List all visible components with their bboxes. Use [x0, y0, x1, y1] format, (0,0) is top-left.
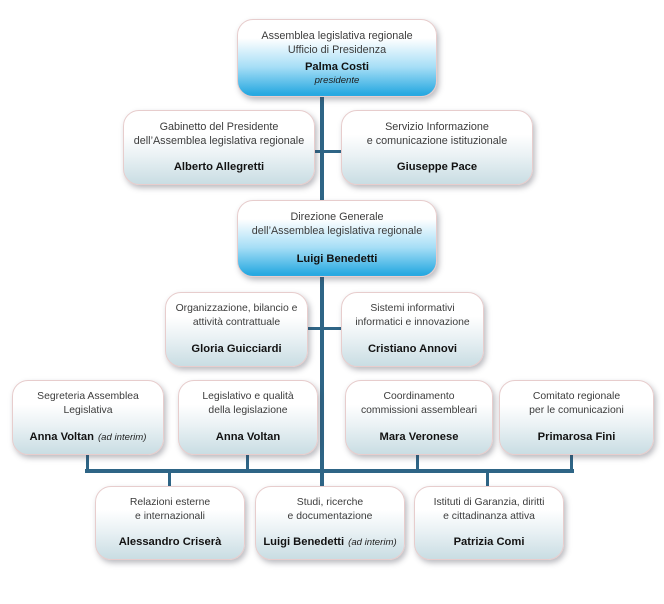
person-name: Giuseppe Pace [396, 161, 478, 173]
connector-spine-lower [320, 276, 324, 488]
person-name: Palma Costi [304, 61, 370, 73]
connector-bottom-bus [85, 469, 574, 473]
org-box-title: Comitato regionale per le comunicazioni [529, 391, 624, 416]
org-box-title: Assemblea legislativa regionale Ufficio … [261, 30, 413, 56]
person-name: Mara Veronese [379, 431, 459, 443]
connector-spine-upper [320, 96, 324, 202]
connector-stub-legislativo [246, 454, 249, 471]
org-box-organizzazione-bilancio: Organizzazione, bilancio e attività cont… [165, 292, 308, 367]
org-box-person-block: Palma Costi presidente [305, 61, 369, 86]
org-box-coordinamento-commissioni: Coordinamento commissioni assembleari Ma… [345, 380, 493, 455]
org-box-title: Coordinamento commissioni assembleari [360, 391, 478, 416]
person-suffix: (ad interim) [348, 537, 397, 548]
person-name: Anna Voltan(ad interim) [29, 431, 147, 443]
org-box-title: Gabinetto del Presidente dell’Assemblea … [133, 121, 305, 147]
person-name: Alberto Allegretti [173, 161, 265, 173]
org-box-studi-ricerche: Studi, ricerche e documentazione Luigi B… [255, 486, 405, 560]
org-box-servizio-informazione: Servizio Informazione e comunicazione is… [341, 110, 533, 185]
org-box-title: Sistemi informativi informatici e innova… [355, 303, 470, 328]
connector-stub-istituti [486, 471, 489, 487]
person-name: Cristiano Annovi [367, 343, 458, 355]
person-name: Primarosa Fini [537, 431, 616, 443]
org-box-direzione-generale: Direzione Generale dell’Assemblea legisl… [237, 200, 437, 277]
connector-stub-relazioni [168, 471, 171, 487]
person-name: Alessandro Criserà [118, 536, 222, 548]
connector-stub-coordinamento [416, 454, 419, 471]
connector-stub-segreteria [86, 454, 89, 471]
org-box-relazioni-esterne: Relazioni esterne e internazionali Aless… [95, 486, 245, 560]
org-box-sistemi-informativi: Sistemi informativi informatici e innova… [341, 292, 484, 367]
connector-stub-comitato [570, 454, 573, 471]
org-box-comitato-regionale: Comitato regionale per le comunicazioni … [499, 380, 654, 455]
org-box-title: Studi, ricerche e documentazione [287, 497, 373, 522]
org-box-title: Istituti di Garanzia, diritti e cittadin… [433, 497, 545, 522]
org-box-ufficio-di-presidenza: Assemblea legislativa regionale Ufficio … [237, 19, 437, 97]
org-box-title: Legislativo e qualità della legislazione [202, 391, 294, 416]
org-box-title: Direzione Generale dell’Assemblea legisl… [251, 211, 423, 237]
org-box-title: Relazioni esterne e internazionali [129, 497, 211, 522]
person-role: presidente [314, 75, 360, 86]
org-box-title: Organizzazione, bilancio e attività cont… [175, 303, 298, 328]
person-name: Luigi Benedetti [296, 253, 378, 265]
connector-crossbar-row2 [312, 150, 344, 153]
org-box-gabinetto-del-presidente: Gabinetto del Presidente dell’Assemblea … [123, 110, 315, 185]
person-name: Anna Voltan [215, 431, 281, 443]
person-name: Patrizia Comi [453, 536, 525, 548]
org-box-segreteria-assemblea: Segreteria Assemblea Legislativa Anna Vo… [12, 380, 164, 455]
connector-crossbar-row4 [307, 327, 344, 330]
org-box-legislativo-qualita: Legislativo e qualità della legislazione… [178, 380, 318, 455]
org-box-title: Segreteria Assemblea Legislativa [37, 391, 139, 416]
org-box-title: Servizio Informazione e comunicazione is… [366, 121, 508, 147]
person-name: Luigi Benedetti(ad interim) [263, 536, 397, 548]
person-name: Gloria Guicciardi [191, 343, 282, 355]
person-suffix: (ad interim) [97, 432, 147, 443]
org-box-istituti-garanzia: Istituti di Garanzia, diritti e cittadin… [414, 486, 564, 560]
